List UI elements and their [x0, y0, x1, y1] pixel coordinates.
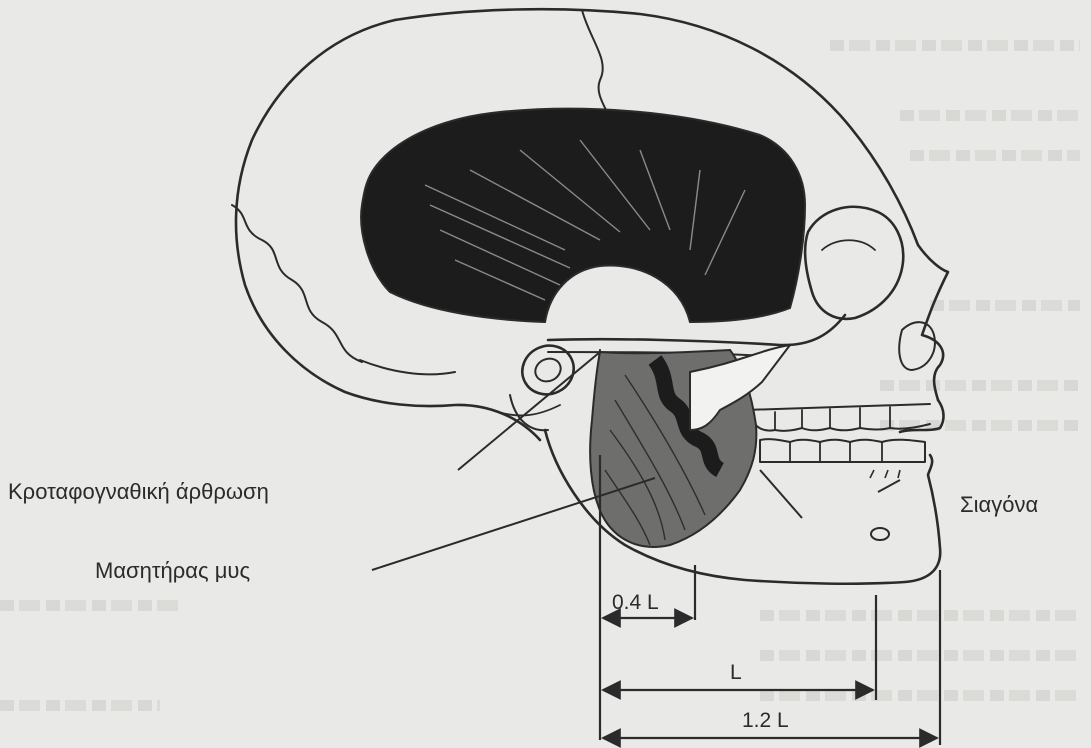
- tmj-leader: [458, 352, 600, 470]
- upper-teeth: [745, 404, 930, 431]
- ear-opening: [514, 337, 581, 402]
- squamous-line: [360, 360, 455, 374]
- temporalis-muscle: [361, 109, 805, 322]
- dimension-L: L: [730, 662, 742, 683]
- nasal-aperture: [899, 322, 935, 370]
- dimension-1-2L: 1.2 L: [742, 710, 789, 731]
- masseter-label: Μασητήρας μυς: [95, 560, 250, 582]
- orbit: [805, 207, 903, 319]
- tmj-label: Κροταφογναθική άρθρωση: [8, 481, 269, 503]
- jaw-label: Σιαγόνα: [960, 494, 1038, 516]
- dimension-0-4L: 0.4 L: [612, 592, 659, 613]
- lower-teeth: [760, 439, 925, 462]
- jaw-leader: [760, 470, 802, 518]
- lambdoid-suture: [232, 205, 362, 362]
